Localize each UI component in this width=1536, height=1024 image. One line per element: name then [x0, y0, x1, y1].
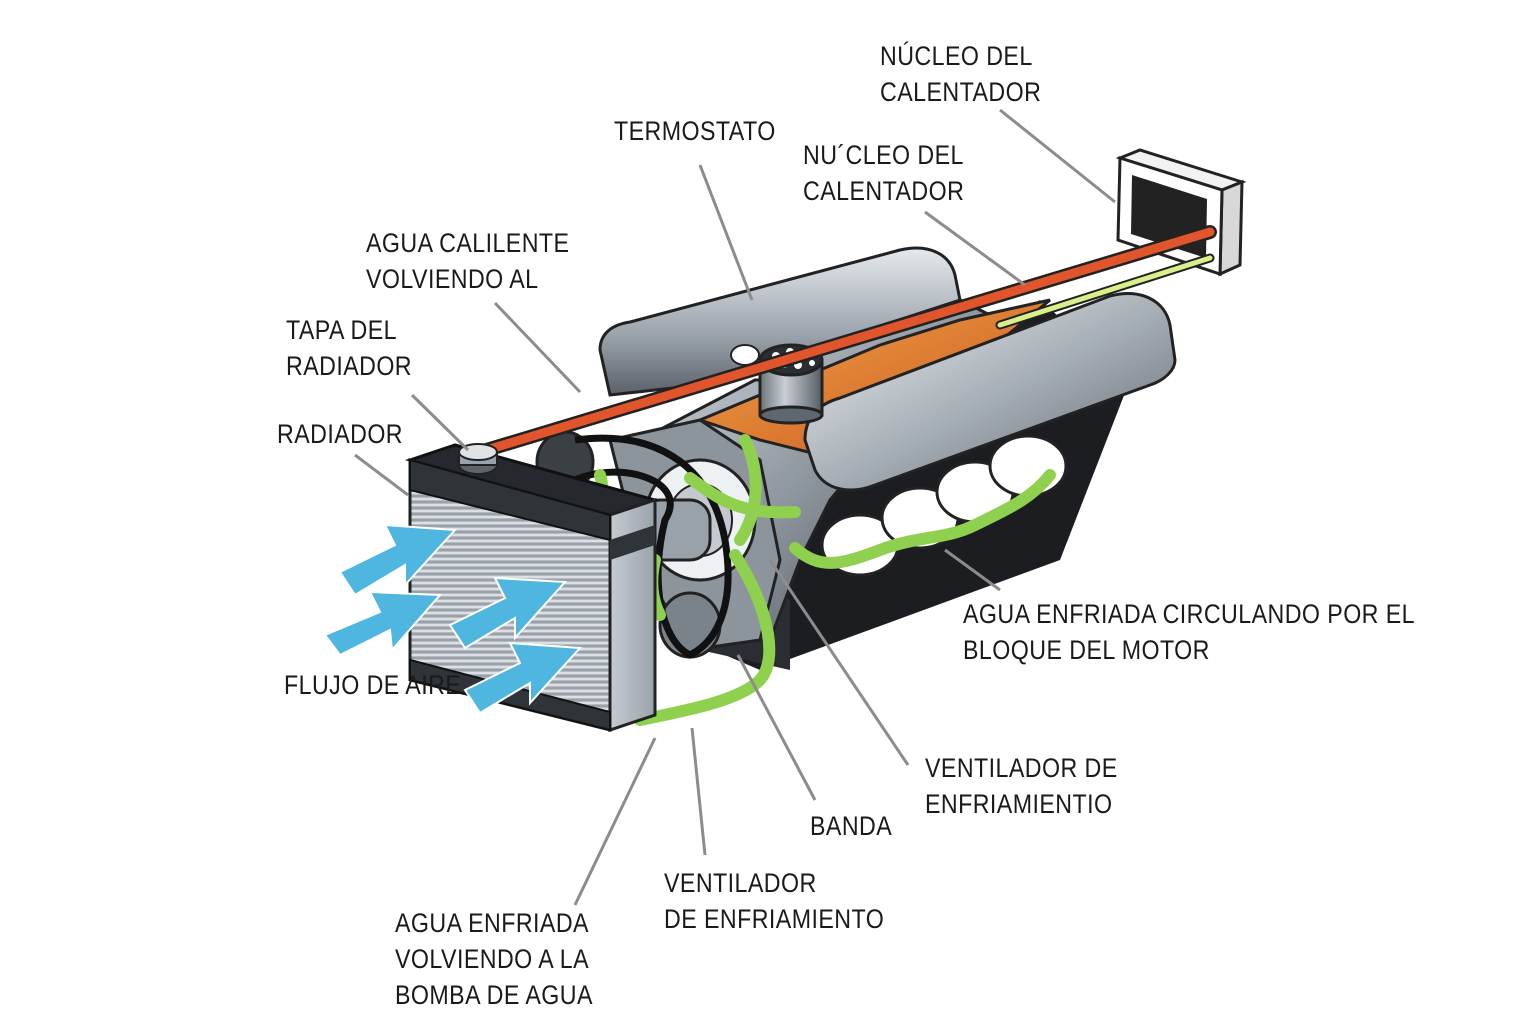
label-radiator-cap: TAPA DEL RADIADOR	[286, 315, 413, 381]
label-heater-core-mid: NU´CLEO DEL CALENTADOR	[803, 140, 965, 206]
left-cylinder-head	[598, 246, 962, 397]
label-cooled-water-to-pump: AGUA ENFRIADA VOLVIENDO A LA BOMBA DE AG…	[395, 908, 593, 1010]
label-cooling-fan-bottom: VENTILADOR DE ENFRIAMIENTO	[664, 868, 885, 934]
hot-water-pipe	[463, 225, 1217, 462]
right-cylinder-head	[803, 292, 1177, 492]
label-cooling-fan-right: VENTILADOR DE ENFRIAMIENTIO	[925, 753, 1118, 819]
label-thermostat: TERMOSTATO	[614, 116, 776, 146]
leader-lines	[354, 108, 1116, 906]
label-air-flow: FLUJO DE AIRE	[284, 670, 462, 700]
radiator-cap	[458, 443, 498, 475]
heater-return-pipe	[995, 253, 1215, 330]
label-heater-core-top: NÚCLEO DEL CALENTADOR	[880, 41, 1042, 107]
cooled-water-flow	[592, 434, 1056, 726]
label-radiator: RADIADOR	[277, 419, 404, 449]
label-belt: BANDA	[810, 811, 893, 841]
label-hot-water-returning: AGUA CALILENTE VOLVIENDO AL	[366, 228, 570, 294]
label-cooled-water-circulating: AGUA ENFRIADA CIRCULANDO POR EL BLOQUE D…	[963, 599, 1416, 665]
drive-belt	[573, 434, 732, 659]
air-flow-arrows	[323, 523, 583, 715]
